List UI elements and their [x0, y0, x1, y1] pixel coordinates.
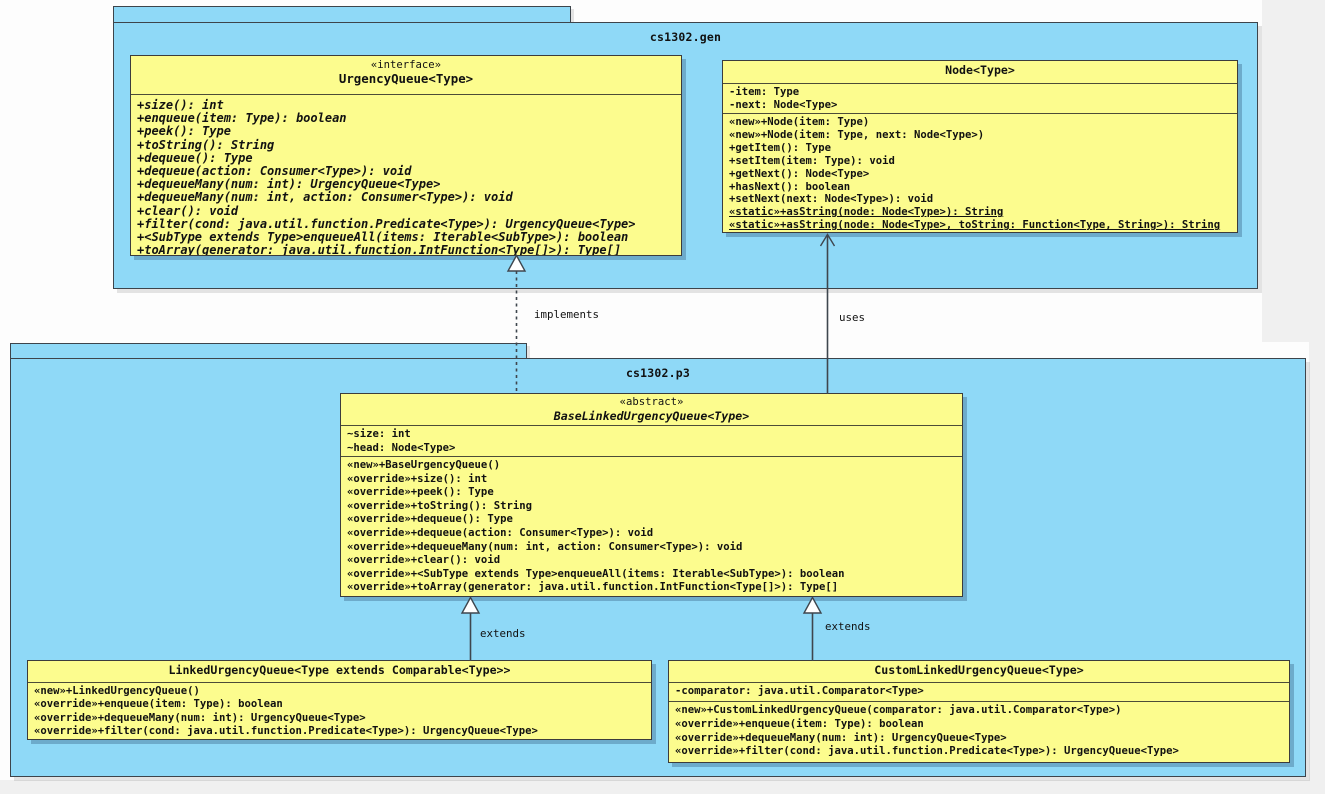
package-p3-tab	[10, 343, 527, 359]
method-row: +enqueue(item: Type): boolean	[137, 111, 347, 126]
method-row: «override»+dequeue(): Type	[347, 513, 513, 526]
method-row: «override»+clear(): void	[347, 554, 501, 567]
method-row: +dequeueMany(num: int, action: Consumer<…	[137, 190, 513, 205]
method-row: «static»+asString(node: Node<Type>, toSt…	[729, 219, 1221, 232]
method-row: +dequeue(): Type	[137, 150, 253, 165]
page-margin	[1309, 342, 1325, 794]
page-margin	[1262, 0, 1325, 342]
method-row: «override»+dequeueMany(num: int): Urgenc…	[34, 711, 366, 724]
class-name: UrgencyQueue<Type>	[338, 71, 474, 86]
methods-compartment: «new»+LinkedUrgencyQueue()«override»+enq…	[28, 682, 651, 740]
method-row: «override»+enqueue(item: Type): boolean	[675, 717, 924, 730]
class-name: Node<Type>	[945, 63, 1015, 77]
stereotype-label: «interface»	[370, 59, 442, 71]
package-gen-title: cs1302.gen	[649, 30, 722, 44]
class-box-urgencyqueue: «interface» UrgencyQueue<Type> +size(): …	[130, 55, 682, 256]
method-row: +setNext(next: Node<Type>): void	[729, 193, 934, 206]
method-row: +dequeueMany(num: int): UrgencyQueue<Typ…	[137, 177, 441, 192]
page-margin	[0, 780, 1325, 794]
method-row: «new»+Node(item: Type, next: Node<Type>)	[729, 128, 985, 141]
extends-left-label: extends	[480, 627, 526, 640]
method-row: +hasNext(): boolean	[729, 180, 851, 193]
method-row: +filter(cond: java.util.function.Predica…	[137, 216, 636, 231]
field-row: -comparator: java.util.Comparator<Type>	[675, 685, 924, 697]
method-row: «new»+CustomLinkedUrgencyQueue(comparato…	[675, 704, 1122, 716]
class-name: CustomLinkedUrgencyQueue<Type>	[874, 663, 1084, 677]
method-row: +toArray(generator: java.util.function.I…	[137, 243, 622, 255]
fields-compartment: ~size: int~head: Node<Type>	[341, 425, 962, 456]
method-row: +<SubType extends Type>enqueueAll(items:…	[137, 230, 629, 245]
uses-label: uses	[839, 311, 866, 324]
class-box-customlinkedurgencyqueue: CustomLinkedUrgencyQueue<Type> -comparat…	[668, 660, 1290, 763]
class-header: Node<Type>	[723, 61, 1237, 83]
method-row: «new»+LinkedUrgencyQueue()	[34, 685, 200, 697]
method-row: +toString(): String	[137, 137, 275, 152]
field-row: ~head: Node<Type>	[347, 441, 456, 454]
class-header: CustomLinkedUrgencyQueue<Type>	[669, 661, 1289, 682]
fields-compartment: -comparator: java.util.Comparator<Type>	[669, 682, 1289, 701]
method-row: +getItem(): Type	[729, 141, 832, 154]
class-header: LinkedUrgencyQueue<Type extends Comparab…	[28, 661, 651, 682]
method-row: «override»+dequeueMany(num: int): Urgenc…	[675, 731, 1007, 744]
class-box-node: Node<Type> -item: Type-next: Node<Type> …	[722, 60, 1238, 233]
method-row: «override»+dequeue(action: Consumer<Type…	[347, 526, 654, 539]
extends-right-label: extends	[825, 620, 871, 633]
method-row: +size(): int	[137, 98, 224, 112]
method-row: «override»+filter(cond: java.util.functi…	[34, 725, 538, 738]
class-name: BaseLinkedUrgencyQueue<Type>	[553, 409, 750, 423]
method-row: «override»+size(): int	[347, 472, 488, 485]
methods-compartment: «new»+CustomLinkedUrgencyQueue(comparato…	[669, 701, 1289, 763]
class-header: «abstract» BaseLinkedUrgencyQueue<Type>	[341, 394, 962, 425]
methods-compartment: «new»+Node(item: Type)«new»+Node(item: T…	[723, 113, 1237, 232]
method-row: +setItem(item: Type): void	[729, 154, 895, 167]
fields-compartment: -item: Type-next: Node<Type>	[723, 83, 1237, 113]
method-row: +dequeue(action: Consumer<Type>): void	[137, 164, 412, 179]
class-box-baselinkedurgencyqueue: «abstract» BaseLinkedUrgencyQueue<Type> …	[340, 393, 963, 597]
methods-compartment: +size(): int+enqueue(item: Type): boolea…	[131, 94, 681, 255]
method-row: «override»+dequeueMany(num: int, action:…	[347, 540, 743, 553]
class-header: «interface» UrgencyQueue<Type>	[131, 56, 681, 94]
method-row: +peek(): Type	[137, 124, 231, 139]
method-row: «override»+toString(): String	[347, 499, 532, 512]
method-row: «override»+enqueue(item: Type): boolean	[34, 698, 283, 711]
methods-compartment: «new»+BaseUrgencyQueue()«override»+size(…	[341, 456, 962, 596]
method-row: «new»+BaseUrgencyQueue()	[347, 459, 501, 471]
package-gen-tab	[113, 6, 571, 23]
implements-label: implements	[534, 308, 600, 321]
field-row: ~size: int	[347, 428, 411, 440]
method-row: «new»+Node(item: Type)	[729, 116, 870, 128]
package-p3-title: cs1302.p3	[625, 366, 691, 380]
stereotype-label: «abstract»	[619, 396, 684, 408]
method-row: +clear(): void	[137, 203, 239, 218]
class-box-linkedurgencyqueue: LinkedUrgencyQueue<Type extends Comparab…	[27, 660, 652, 740]
method-row: «override»+filter(cond: java.util.functi…	[675, 745, 1179, 758]
method-row: «override»+peek(): Type	[347, 486, 494, 499]
field-row: -item: Type	[729, 86, 800, 98]
method-row: «override»+toArray(generator: java.util.…	[347, 581, 839, 594]
method-row: «static»+asString(node: Node<Type>): Str…	[729, 206, 1004, 219]
method-row: +getNext(): Node<Type>	[729, 167, 870, 180]
method-row: «override»+<SubType extends Type>enqueue…	[347, 567, 845, 580]
class-name: LinkedUrgencyQueue<Type extends Comparab…	[168, 663, 511, 677]
field-row: -next: Node<Type>	[729, 98, 838, 111]
